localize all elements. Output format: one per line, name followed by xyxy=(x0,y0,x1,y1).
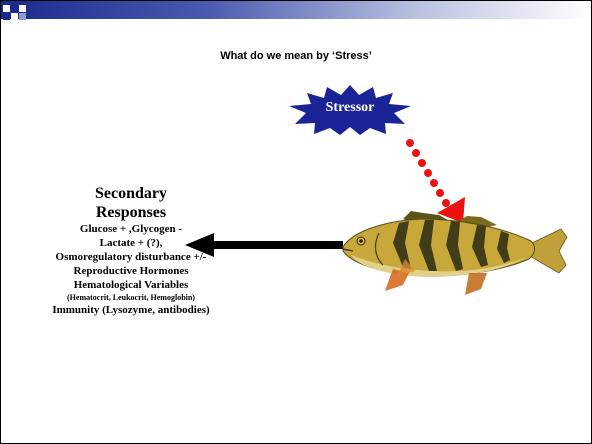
dotted-arrow xyxy=(406,139,465,223)
hematological-note: (Hematocrit, Leukocrit, Hemoglobin) xyxy=(11,292,251,303)
response-line: Lactate + (?), xyxy=(11,236,251,250)
secondary-heading: Secondary Responses xyxy=(11,184,251,222)
response-line: Osmoregulatory disturbance +/- xyxy=(11,250,251,264)
response-line: Hematological Variables xyxy=(11,278,251,292)
response-line: Reproductive Hormones xyxy=(11,264,251,278)
response-line: Glucose + ,Glycogen - xyxy=(11,222,251,236)
secondary-responses: Secondary Responses Glucose + ,Glycogen … xyxy=(11,184,251,317)
secondary-heading-line-1: Secondary xyxy=(11,184,251,203)
fish-image xyxy=(343,211,567,295)
secondary-heading-line-2: Responses xyxy=(11,203,251,222)
response-line: Immunity (Lysozyme, antibodies) xyxy=(11,303,251,317)
